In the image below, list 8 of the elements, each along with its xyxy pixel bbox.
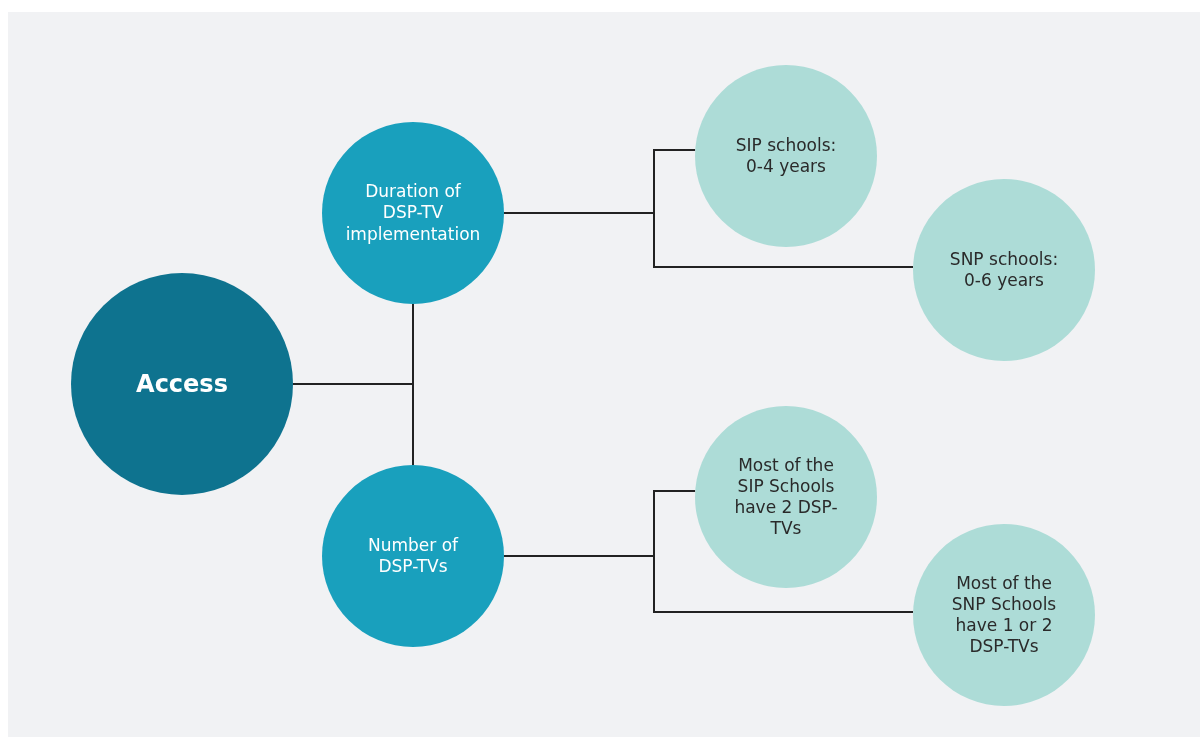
node-label: Most of the SNP Schools have 1 or 2 DSP-TVs xyxy=(950,572,1058,658)
node-label: Duration of DSP-TV implementation xyxy=(344,181,482,245)
node-label: Most of the SIP Schools have 2 DSP-TVs xyxy=(733,454,839,540)
connector-line xyxy=(292,383,414,466)
node-label: Number of DSP-TVs xyxy=(366,534,460,578)
node-label: Access xyxy=(136,369,228,399)
node-label: SNP schools: 0-6 years xyxy=(948,248,1060,292)
node-label: SIP schools: 0-4 years xyxy=(734,134,838,178)
